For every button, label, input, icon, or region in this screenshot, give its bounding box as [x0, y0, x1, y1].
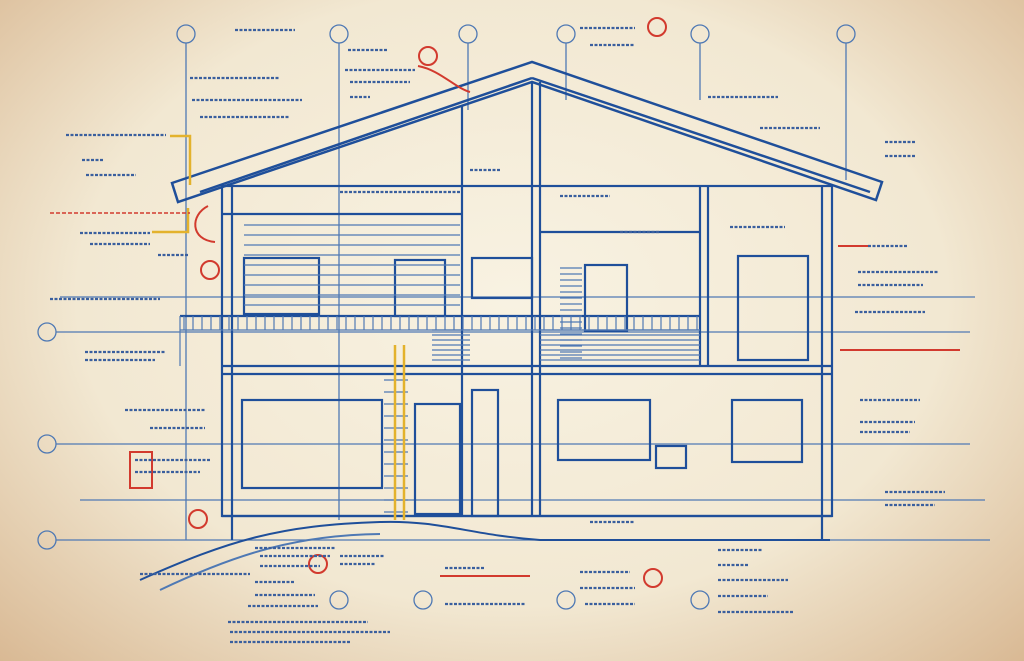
roof	[170, 60, 884, 204]
yellow-highlights	[152, 134, 406, 520]
railings-and-siding	[179, 224, 700, 513]
annotation-notes	[50, 26, 945, 644]
ground-line	[139, 520, 830, 591]
building-frame	[180, 82, 834, 540]
grid-markers-top	[37, 24, 990, 610]
red-markups	[50, 17, 960, 588]
